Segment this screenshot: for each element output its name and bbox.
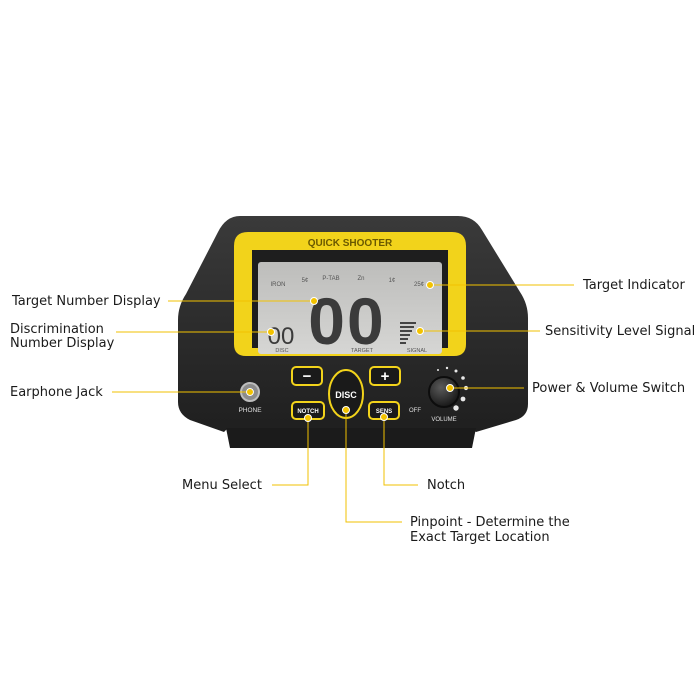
lcd-label-5c: 5¢ bbox=[302, 278, 309, 284]
disc-button[interactable]: DISC bbox=[328, 369, 364, 419]
callout-pinpoint-line1: Pinpoint - Determine the bbox=[410, 515, 570, 530]
callout-discrimination-line1: Discrimination bbox=[10, 322, 104, 337]
target-number-digits: 00 bbox=[308, 284, 385, 358]
lcd-label-iron: IRON bbox=[271, 282, 286, 288]
svg-text:DISC: DISC bbox=[335, 390, 357, 400]
lcd-label-1c: 1¢ bbox=[389, 278, 396, 284]
knob-volume-label: VOLUME bbox=[431, 417, 456, 423]
target-caption: TARGET bbox=[351, 348, 374, 354]
device-bottom-rim bbox=[226, 428, 476, 448]
callout-discrimination-line2: Number Display bbox=[10, 336, 115, 351]
callout-power-volume-switch: Power & Volume Switch bbox=[532, 381, 686, 396]
lcd-label-ptab: P-TAB bbox=[322, 276, 339, 282]
callout-menu-select: Menu Select bbox=[182, 478, 262, 493]
power-volume-knob bbox=[428, 376, 460, 408]
lcd-label-zn: Zn bbox=[357, 276, 364, 282]
disc-number-digits: 00 bbox=[268, 323, 295, 350]
svg-text:+: + bbox=[381, 368, 390, 385]
callout-sensitivity-level-signal: Sensitivity Level Signal bbox=[545, 324, 696, 339]
lcd-top-labels: IRON 5¢ P-TAB Zn 1¢ 25¢ bbox=[271, 276, 425, 288]
callout-notch: Notch bbox=[427, 478, 466, 493]
svg-text:NOTCH: NOTCH bbox=[297, 409, 318, 415]
lcd-label-25c: 25¢ bbox=[414, 282, 424, 288]
svg-text:SENS: SENS bbox=[376, 409, 392, 415]
svg-text:−: − bbox=[303, 368, 312, 385]
lcd-screen bbox=[258, 262, 442, 354]
leader-endpoints bbox=[246, 281, 454, 422]
leader-lines bbox=[112, 284, 574, 523]
callout-target-indicator: Target Indicator bbox=[583, 278, 685, 293]
leader-menu-select bbox=[272, 418, 309, 486]
minus-button[interactable]: − bbox=[291, 366, 323, 386]
plus-button[interactable]: + bbox=[369, 366, 401, 386]
brand-logo: QUICK SHOOTER bbox=[308, 238, 393, 249]
callout-earphone-jack: Earphone Jack bbox=[10, 385, 103, 400]
signal-level-bars bbox=[400, 322, 416, 344]
signal-caption: SIGNAL bbox=[407, 348, 427, 354]
callout-pinpoint-line2: Exact Target Location bbox=[410, 530, 550, 545]
leader-notch bbox=[383, 417, 418, 486]
callout-target-number-display: Target Number Display bbox=[12, 294, 161, 309]
jack-label: PHONE bbox=[238, 407, 262, 414]
knob-off-label: OFF bbox=[409, 408, 421, 414]
disc-caption: DISC bbox=[275, 348, 288, 354]
leader-pinpoint bbox=[345, 410, 402, 523]
